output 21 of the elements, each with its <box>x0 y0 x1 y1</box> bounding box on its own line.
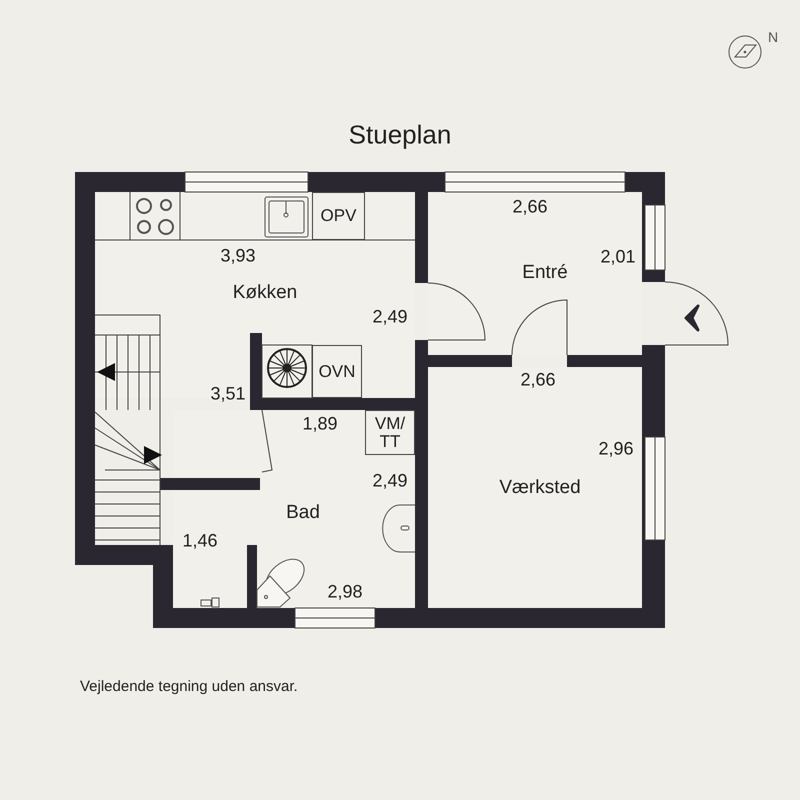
room-dimension: 1,46 <box>182 530 218 552</box>
room-dimension: 2,66 <box>520 370 556 390</box>
room-dimension: 2,49 <box>372 470 408 492</box>
room-name: Værksted <box>499 477 581 499</box>
room-dimension: 2,01 <box>600 246 636 268</box>
room-dimension: 2,49 <box>372 306 408 328</box>
room-dimension: 2,98 <box>327 582 363 602</box>
room-name: Entré <box>522 262 568 284</box>
north-label: N <box>768 29 778 45</box>
room-dimension: 3,93 <box>220 246 256 266</box>
room-dimension: 1,89 <box>302 414 338 434</box>
room-dimension: 2,96 <box>598 438 634 460</box>
room-name: Bad <box>286 502 320 524</box>
room-dimension: 3,51 <box>210 384 246 404</box>
appliance-box: OPV <box>312 192 365 240</box>
appliance-box: OVN <box>312 345 362 398</box>
room-dimension: 2,66 <box>512 196 548 218</box>
plan-title: Stueplan <box>348 120 452 150</box>
disclaimer-note: Vejledende tegning uden ansvar. <box>80 678 298 695</box>
appliance-box: VM/ TT <box>365 410 415 455</box>
room-name: Køkken <box>232 282 298 304</box>
